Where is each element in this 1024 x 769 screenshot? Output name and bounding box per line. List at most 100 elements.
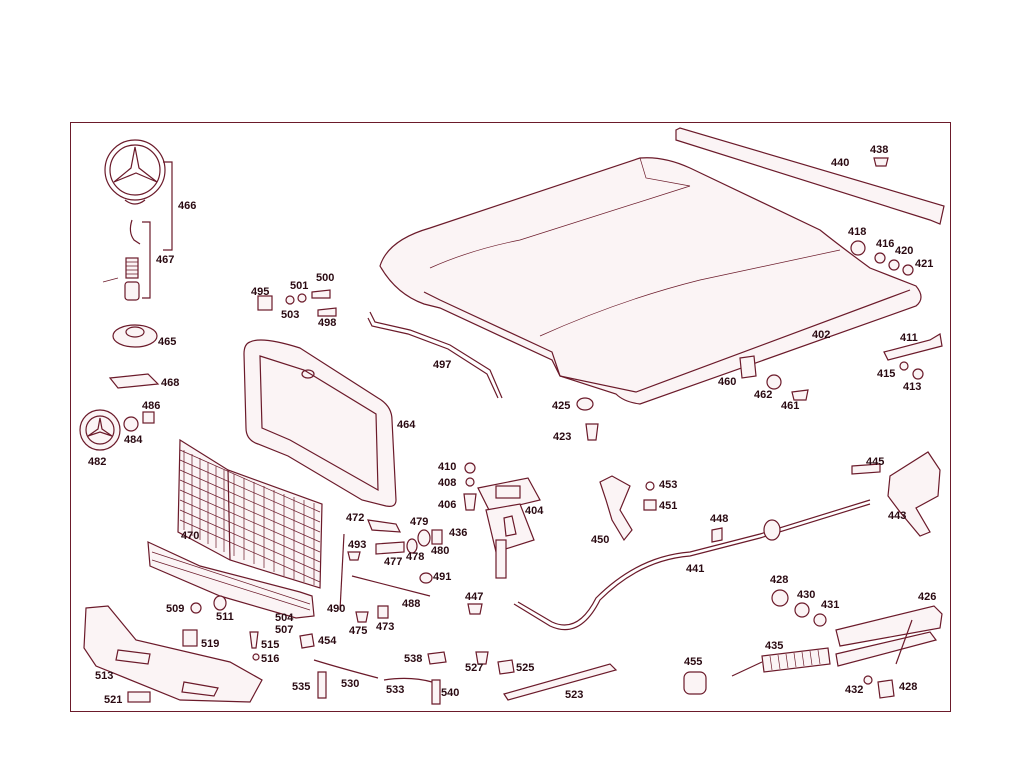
grommet-511: [213, 595, 227, 611]
label-453: 453: [659, 479, 678, 491]
plug-447: [467, 603, 483, 615]
washer-478: [406, 538, 418, 554]
screw-498: [317, 307, 337, 317]
strip-533: [383, 677, 433, 683]
plug-493: [347, 551, 361, 561]
label-473: 473: [376, 621, 395, 633]
washer-410: [464, 462, 476, 474]
label-482: 482: [88, 456, 107, 468]
label-454: 454: [318, 635, 337, 647]
label-428b: 428: [899, 681, 918, 693]
label-404: 404: [525, 505, 544, 517]
label-448: 448: [710, 513, 729, 525]
buffer-455: [683, 671, 707, 695]
screw-438: [873, 157, 889, 167]
label-470: 470: [181, 530, 200, 542]
clip-454: [299, 633, 315, 649]
emblem-base-plate: [108, 373, 160, 389]
screw-535: [317, 671, 327, 699]
label-450: 450: [591, 534, 610, 546]
label-462: 462: [754, 389, 773, 401]
hood-lock-assembly: [477, 477, 541, 579]
label-428a: 428: [770, 574, 789, 586]
label-525: 525: [516, 662, 535, 674]
washer-503: [297, 293, 307, 303]
buffer-425: [576, 397, 594, 411]
label-426: 426: [918, 591, 937, 603]
label-464: 464: [397, 419, 416, 431]
screw-515: [249, 631, 259, 649]
rod-490: [339, 533, 345, 611]
release-cable: [513, 503, 871, 631]
label-501: 501: [290, 280, 309, 292]
label-465: 465: [158, 336, 177, 348]
bracket-411: [883, 333, 943, 361]
label-511: 511: [216, 611, 234, 623]
label-423: 423: [553, 431, 572, 443]
label-513: 513: [95, 670, 114, 682]
label-425: 425: [552, 400, 571, 412]
label-410: 410: [438, 461, 457, 473]
label-460: 460: [718, 376, 737, 388]
strip-488: [351, 575, 431, 597]
label-475: 475: [349, 625, 368, 637]
label-438: 438: [870, 144, 889, 156]
label-490: 490: [327, 603, 346, 615]
nut-479: [417, 529, 431, 547]
bracket-472: [367, 519, 402, 533]
hood-trim-strip: [675, 127, 945, 225]
clip-491: [419, 572, 433, 584]
ring-408: [465, 477, 475, 487]
label-493: 493: [348, 539, 367, 551]
emblem-spring-parts: [102, 219, 151, 301]
star-emblem: [104, 139, 173, 251]
label-519: 519: [201, 638, 220, 650]
clip-538: [427, 651, 447, 665]
label-498: 498: [318, 317, 337, 329]
bolt-428b: [877, 679, 895, 699]
label-523: 523: [565, 689, 584, 701]
nut-480: [431, 529, 443, 545]
bolt-477: [375, 541, 405, 555]
label-477: 477: [384, 556, 403, 568]
bolt-445: [851, 463, 881, 475]
washer-501: [285, 295, 295, 305]
label-488: 488: [402, 598, 421, 610]
washer-430: [794, 602, 810, 618]
label-411: 411: [900, 332, 918, 344]
label-445: 445: [866, 456, 885, 468]
bolt-423: [585, 423, 599, 441]
label-500: 500: [316, 272, 335, 284]
clip-473: [377, 605, 389, 619]
label-441: 441: [686, 563, 705, 575]
label-530: 530: [341, 678, 360, 690]
washer-421: [902, 264, 914, 276]
label-418: 418: [848, 226, 867, 238]
label-495: 495: [251, 286, 270, 298]
label-406: 406: [438, 499, 457, 511]
label-440: 440: [831, 157, 850, 169]
label-478: 478: [406, 551, 425, 563]
label-432: 432: [845, 684, 864, 696]
strip-530: [313, 659, 379, 679]
label-515: 515: [261, 639, 280, 651]
label-497: 497: [433, 359, 452, 371]
label-516: 516: [261, 653, 280, 665]
diagram-frame: [70, 122, 951, 712]
release-lever: [887, 451, 941, 537]
label-480: 480: [431, 545, 450, 557]
buffer-428a: [771, 589, 789, 607]
label-486: 486: [142, 400, 161, 412]
label-451: 451: [659, 500, 678, 512]
nut-486: [142, 411, 155, 424]
label-507: 507: [275, 624, 294, 636]
label-455: 455: [684, 656, 703, 668]
label-538: 538: [404, 653, 423, 665]
nut-451: [643, 499, 657, 511]
buffer-418: [850, 240, 866, 256]
hood-seal-strip: [369, 311, 503, 399]
label-421: 421: [915, 258, 934, 270]
label-416: 416: [876, 238, 895, 250]
plug-475: [355, 611, 369, 623]
